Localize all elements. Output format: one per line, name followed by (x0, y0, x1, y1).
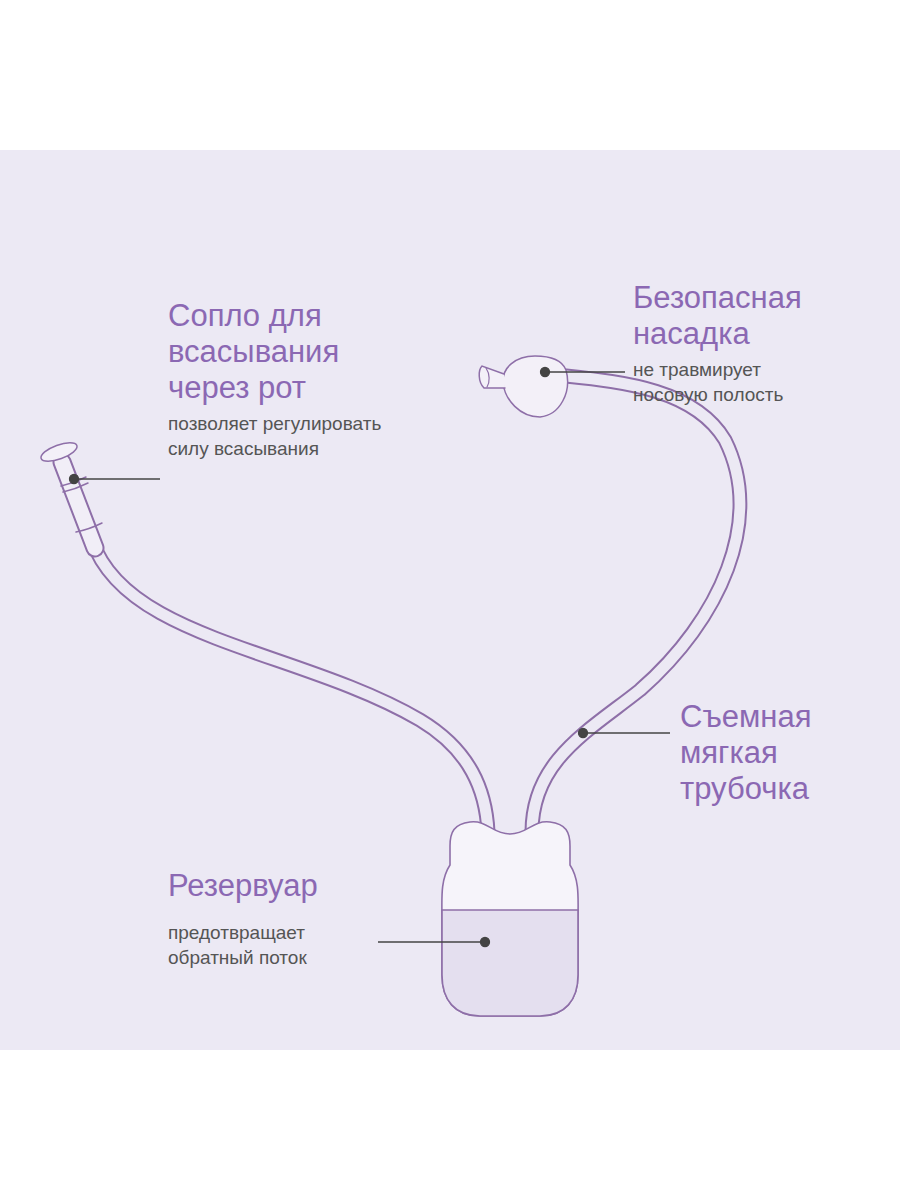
aspirator (39, 356, 740, 1016)
part-name: Безопасная насадка (633, 280, 883, 352)
part-note: предотвращает обратный поток (168, 920, 368, 970)
part-name: Съемная мягкая трубочка (680, 699, 850, 807)
part-note: позволяет регулировать силу всасывания (168, 411, 393, 461)
background-panel (0, 150, 900, 1050)
part-note: не травмирует носовую полость (633, 357, 811, 407)
part-name: Сопло для всасывания через рот (168, 298, 393, 406)
part-name: Резервуар (168, 868, 418, 904)
leader-lines (70, 368, 671, 947)
